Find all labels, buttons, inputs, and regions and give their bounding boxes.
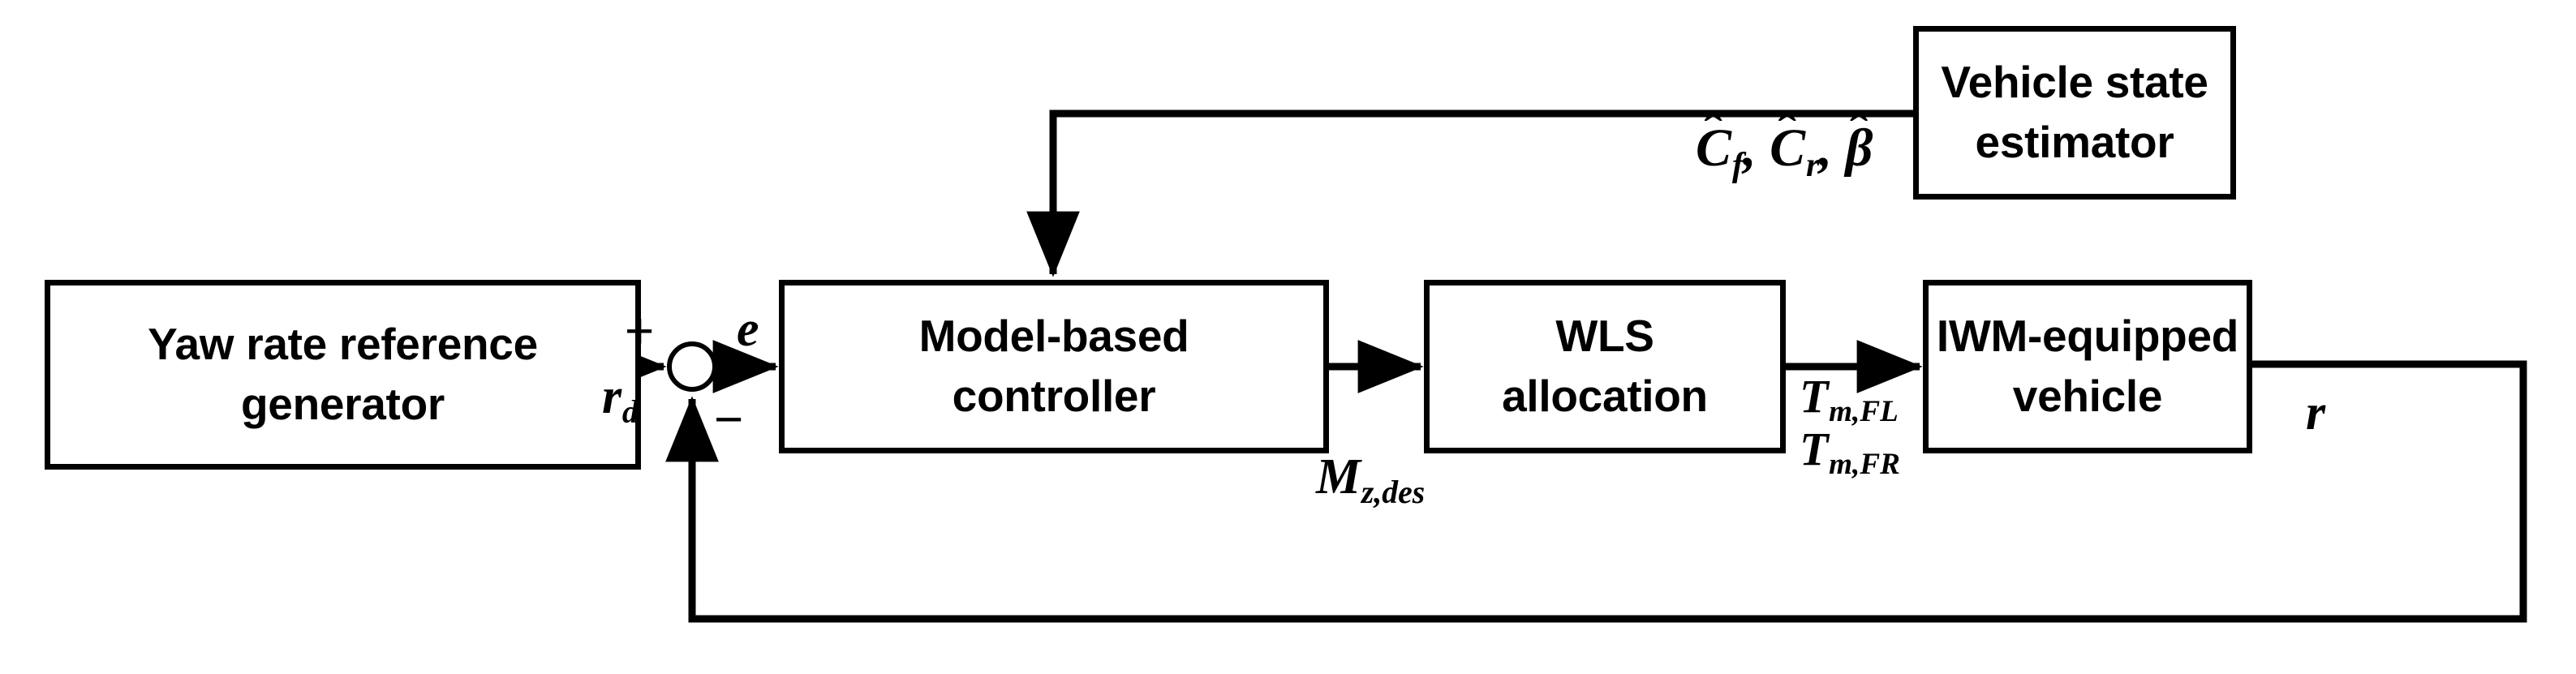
block-label-line2: estimator: [1975, 117, 2174, 167]
hat-accent: ˆ: [1704, 101, 1722, 163]
block-label-line1: Yaw rate reference: [148, 319, 538, 370]
signal-symbol: T: [1800, 370, 1829, 423]
block-model-based-controller[interactable]: Model-based controller: [779, 280, 1329, 453]
estimate-separator: ,: [1818, 118, 1846, 178]
signal-subscript: z,des: [1361, 474, 1426, 510]
signal-label-measured-yaw-rate: r: [2306, 388, 2325, 438]
block-label-line1: Model-based: [918, 311, 1189, 362]
signal-symbol: e: [737, 302, 759, 357]
summing-junction[interactable]: [667, 341, 717, 392]
estimate-subscript: r: [1805, 145, 1820, 184]
signal-label-desired-yaw-moment: Mz,des: [1316, 449, 1425, 509]
signal-label-torque-front-right: Tm,FR: [1800, 423, 1900, 480]
signal-subscript: d: [621, 393, 639, 430]
signal-symbol: r: [2306, 385, 2326, 440]
block-wls-allocation[interactable]: WLS allocation: [1424, 280, 1786, 453]
block-yaw-rate-reference-generator[interactable]: Yaw rate reference generator: [45, 280, 641, 470]
block-iwm-equipped-vehicle[interactable]: IWM-equipped vehicle: [1923, 280, 2252, 453]
block-label-line1: IWM-equipped: [1936, 311, 2239, 362]
signal-subscript: m,FL: [1829, 395, 1899, 429]
signal-label-reference-yaw-rate: rd: [602, 369, 639, 428]
estimate-subscript: f: [1731, 145, 1744, 184]
signal-symbol: M: [1316, 449, 1361, 504]
block-vehicle-state-estimator[interactable]: Vehicle state estimator: [1913, 26, 2236, 200]
hat-accent: ˆ: [1849, 101, 1869, 163]
signal-subscript: m,FR: [1829, 448, 1900, 482]
summing-junction-minus-sign: −: [714, 392, 744, 448]
block-label-line1: WLS: [1555, 311, 1654, 362]
signal-symbol: T: [1800, 423, 1829, 475]
hat-accent: ˆ: [1778, 101, 1796, 163]
block-label-line1: Vehicle state: [1941, 57, 2208, 108]
block-label-line2: allocation: [1502, 371, 1708, 421]
block-label-line2: controller: [952, 371, 1156, 421]
signal-label-torque-front-left: Tm,FL: [1800, 370, 1899, 427]
estimate-separator: ,: [1743, 118, 1770, 178]
summing-junction-plus-sign: +: [625, 303, 655, 359]
block-label-line2: generator: [241, 379, 445, 429]
block-label-line2: vehicle: [2012, 371, 2163, 421]
signal-label-error: e: [737, 304, 759, 354]
signal-symbol: r: [602, 369, 622, 424]
